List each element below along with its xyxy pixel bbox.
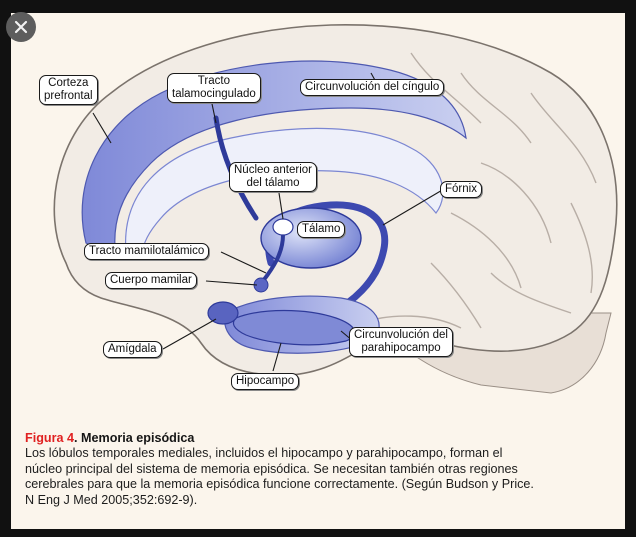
- label-corteza-prefrontal: Corteza prefrontal: [39, 75, 98, 105]
- label-nucleo-anterior: Núcleo anterior del tálamo: [229, 162, 317, 192]
- caption-heading: Figura 4. Memoria episódica: [25, 431, 621, 446]
- label-line: Tracto: [197, 75, 230, 87]
- label-cuerpo-mamilar: Cuerpo mamilar: [105, 272, 197, 289]
- label-line: prefrontal: [44, 90, 93, 102]
- caption-line: cerebrales para que la memoria episódica…: [25, 477, 534, 492]
- label-amigdala: Amígdala: [103, 341, 162, 358]
- anterior-nucleus: [272, 218, 294, 236]
- label-circunvolucion-parahipocampo: Circunvolución del parahipocampo: [349, 327, 453, 357]
- close-button[interactable]: [6, 12, 36, 42]
- label-text: Tracto mamilotalámico: [89, 245, 205, 257]
- label-line: parahipocampo: [361, 342, 441, 354]
- caption-line: N Eng J Med 2005;352:692-9).: [25, 492, 198, 507]
- mammillothalamic-tract: [261, 234, 285, 283]
- label-line: talamocingulado: [172, 88, 256, 100]
- caption-line: núcleo principal del sistema de memoria …: [25, 461, 518, 476]
- label-tracto-mamilotalamico: Tracto mamilotalámico: [84, 243, 210, 260]
- figure-caption: Figura 4. Memoria episódica Los lóbulos …: [25, 431, 621, 508]
- leader-lines: [92, 72, 445, 372]
- amygdala: [207, 301, 239, 325]
- label-line: Circunvolución del: [354, 329, 448, 341]
- label-text: Tálamo: [302, 223, 341, 235]
- caption-figure-label: Figura 4: [25, 431, 74, 445]
- label-line: Corteza: [48, 77, 89, 89]
- hippocampus: [232, 309, 356, 346]
- brain-illustration: [53, 24, 618, 394]
- caption-separator: .: [74, 431, 81, 445]
- label-line: del tálamo: [246, 177, 300, 189]
- caption-line: Los lóbulos temporales mediales, incluid…: [25, 446, 503, 461]
- label-tracto-talamocingulado: Tracto talamocingulado: [167, 73, 261, 103]
- label-line: Núcleo anterior: [234, 164, 312, 176]
- label-text: Fórnix: [445, 183, 477, 195]
- label-text: Cuerpo mamilar: [110, 274, 192, 286]
- figure-panel: Corteza prefrontal Tracto talamocingulad…: [11, 13, 625, 529]
- label-fornix: Fórnix: [440, 181, 482, 198]
- caption-title: Memoria episódica: [81, 431, 195, 445]
- label-text: Circunvolución del cíngulo: [305, 81, 440, 93]
- close-icon: [14, 20, 28, 34]
- label-text: Amígdala: [108, 343, 157, 355]
- label-talamo: Tálamo: [297, 221, 346, 238]
- brain-gyri: [360, 52, 597, 329]
- corpus-callosum: [125, 127, 444, 259]
- label-hipocampo: Hipocampo: [231, 373, 300, 390]
- cingulate-gyrus: [81, 60, 467, 260]
- label-circunvolucion-cingulo: Circunvolución del cíngulo: [300, 79, 445, 96]
- label-text: Hipocampo: [236, 375, 295, 387]
